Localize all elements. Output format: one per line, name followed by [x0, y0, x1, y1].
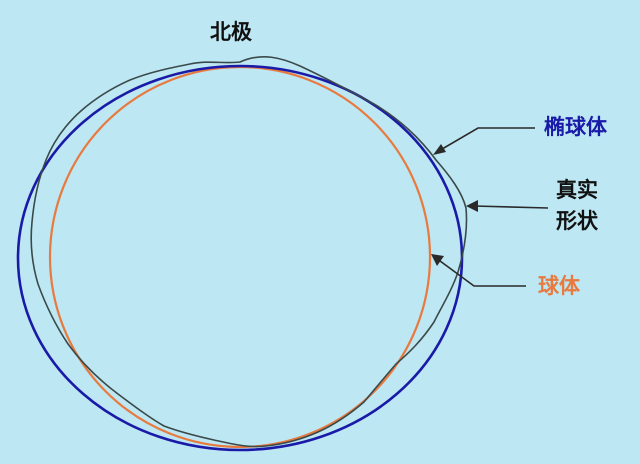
ellipsoid-ellipse — [16, 64, 464, 452]
ellipsoid-label: 椭球体 — [544, 115, 607, 139]
true-shape-label-line1: 真实 — [556, 178, 598, 202]
north-pole-label: 北极 — [210, 20, 252, 44]
ellipsoid-pointer-arrowhead — [433, 144, 446, 155]
ellipsoid-pointer-line — [436, 127, 535, 153]
sphere-pointer-arrowhead — [431, 254, 444, 266]
sphere-pointer-line — [435, 257, 526, 287]
true-shape-label-line2: 形状 — [556, 209, 598, 233]
sphere-label: 球体 — [538, 274, 580, 298]
true-shape-pointer-line — [473, 205, 549, 209]
true-shape-outline — [30, 56, 468, 448]
true-shape-pointer-arrowhead — [466, 200, 478, 212]
